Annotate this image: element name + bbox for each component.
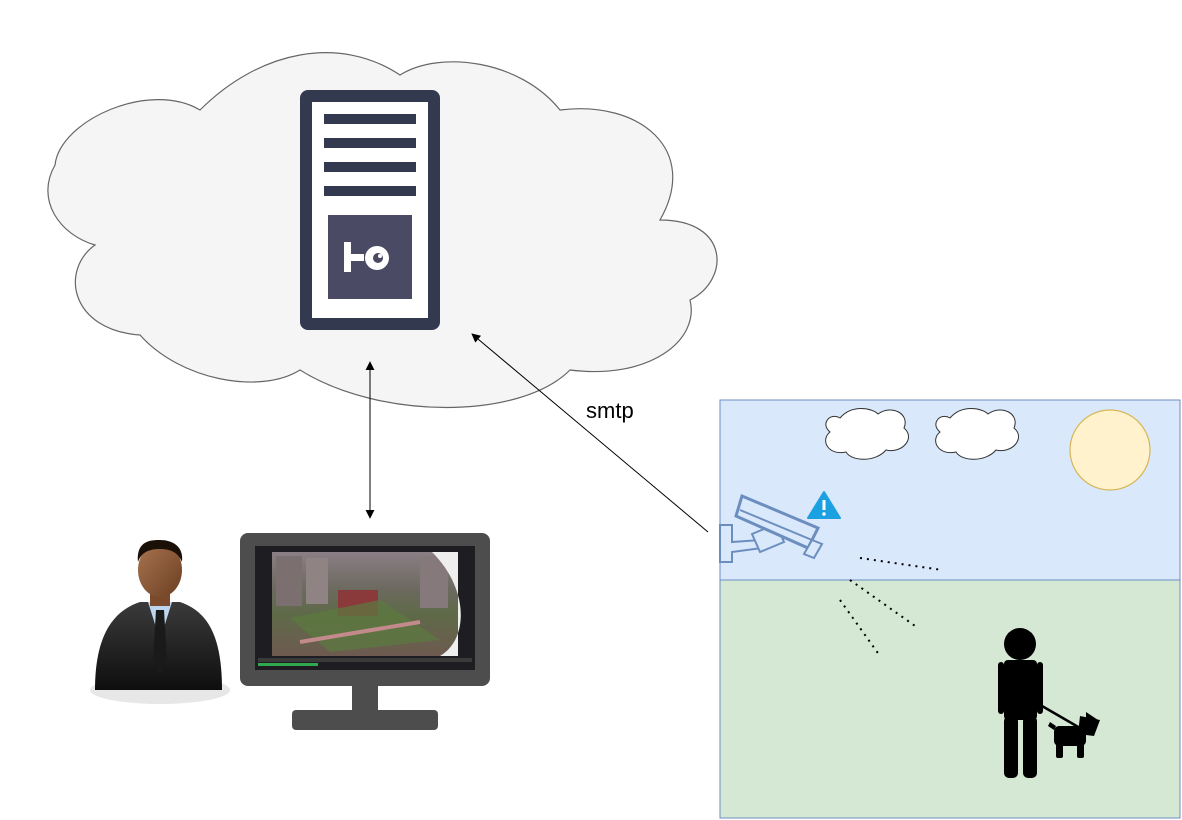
dog-on-leash-icon <box>1048 712 1100 758</box>
person-walking-icon <box>998 628 1043 778</box>
small-cloud-1 <box>825 408 909 460</box>
scene-panel <box>719 399 1181 819</box>
smtp-label: smtp <box>586 398 634 423</box>
sun-icon <box>1069 409 1151 491</box>
small-cloud-2 <box>935 408 1019 460</box>
camera-view-rays <box>839 557 943 657</box>
monitor-screen-video <box>258 552 472 666</box>
camera-server-arrow <box>471 333 709 533</box>
dog-leash <box>1041 704 1081 730</box>
server-icon <box>300 90 440 330</box>
security-camera-icon <box>719 493 824 563</box>
monitor-icon <box>240 533 490 730</box>
video-server-logo-icon <box>328 215 412 299</box>
grass-area <box>719 579 1181 819</box>
warning-triangle-icon <box>807 491 841 519</box>
user-businessman-icon <box>90 540 230 704</box>
cloud-group <box>47 52 718 409</box>
